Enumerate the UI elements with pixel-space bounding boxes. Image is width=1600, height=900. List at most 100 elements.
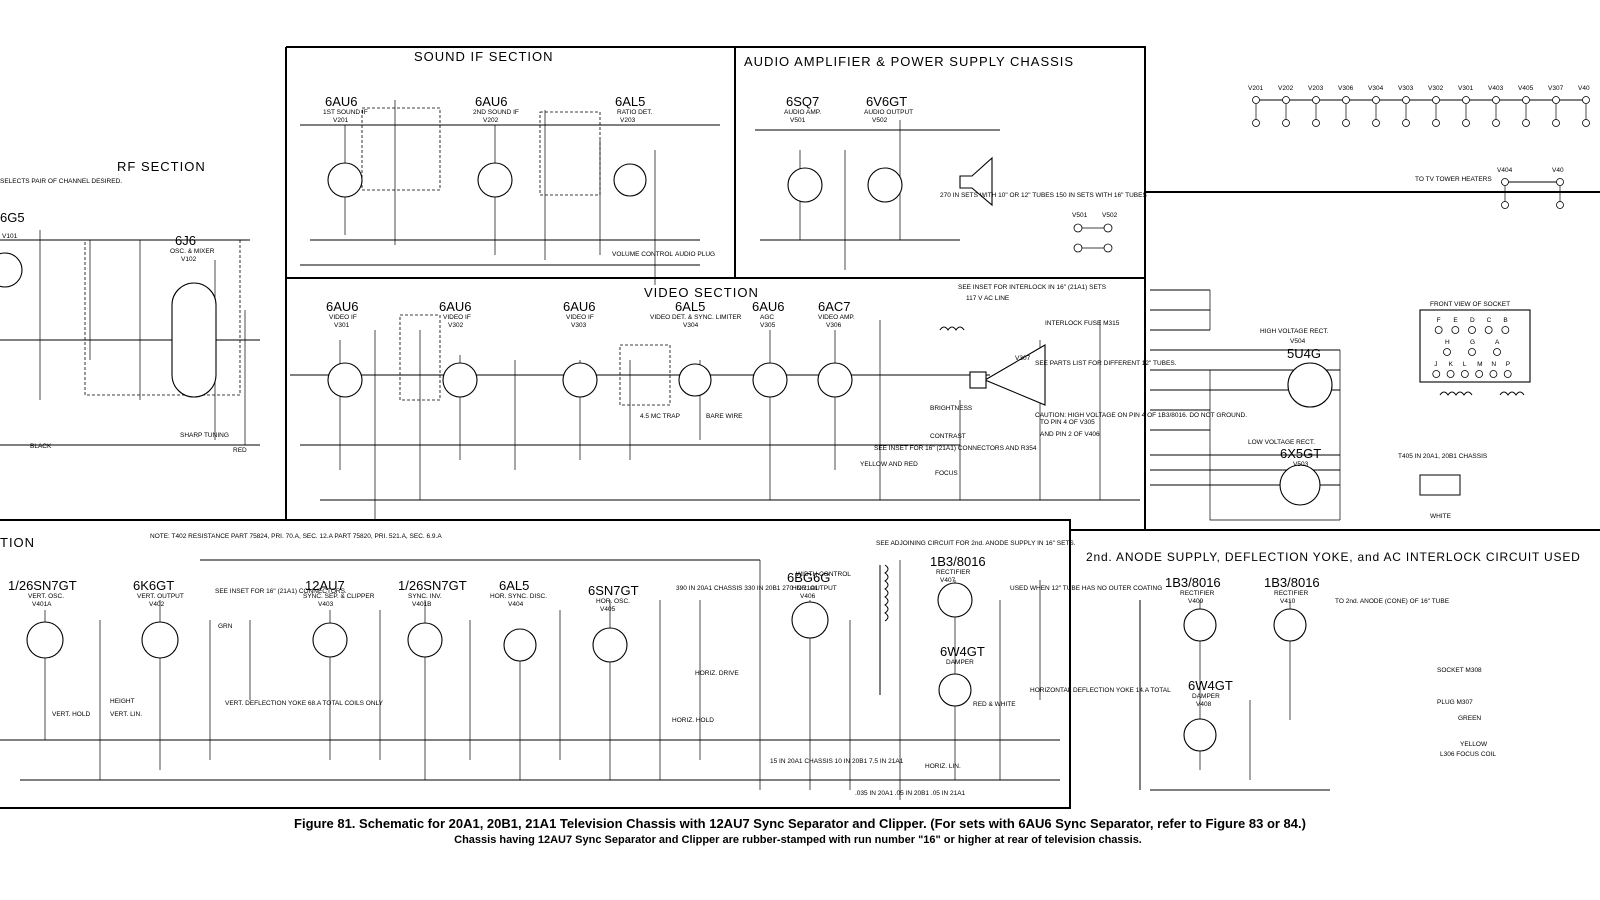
socket-pin	[1282, 119, 1290, 127]
tube-type-label: 6V6GT	[866, 94, 907, 109]
socket-pin	[1372, 119, 1380, 127]
socket-label: V306	[1338, 85, 1354, 92]
note: HORIZ. HOLD	[672, 717, 714, 724]
note: 4.5 MC TRAP	[640, 413, 680, 420]
tube-type-label: 6AL5	[675, 299, 705, 314]
tube-labels: 6AU6 1ST SOUND IF V201 6AU6 2ND SOUND IF…	[0, 94, 1329, 708]
tube-fn-label: RECTIFIER	[1274, 590, 1309, 597]
socket-pin-letter: E	[1453, 317, 1458, 324]
tube-ref-label: V502	[872, 117, 888, 124]
tube-type-label: 6AL5	[615, 94, 645, 109]
socket-pin	[1434, 326, 1443, 334]
note: RED & WHITE	[973, 701, 1016, 708]
sound-if-section-title: SOUND IF SECTION	[414, 49, 554, 64]
tube-ref-label: V407	[940, 577, 956, 584]
tube-fn-label: RECTIFIER	[1180, 590, 1215, 597]
socket-pin	[1103, 223, 1113, 233]
socket-label: V307	[1548, 85, 1564, 92]
socket-pin	[1073, 243, 1083, 253]
socket-pin	[1475, 370, 1484, 378]
note: SEE PARTS LIST FOR DIFFERENT 12" TUBES.	[1035, 360, 1177, 367]
socket-pin	[1443, 348, 1451, 356]
tube-fn-label: SYNC. SEP. & CLIPPER	[303, 593, 375, 600]
note: SEE INSET FOR 16" (21A1) CONNECTORS AND …	[874, 445, 1037, 452]
socket-pin	[1432, 119, 1440, 127]
note: BARE WIRE	[706, 413, 743, 420]
note: 390 IN 20A1 CHASSIS 330 IN 20B1 270 IN 2…	[676, 585, 819, 592]
tube-ref-label: V306	[826, 322, 842, 329]
note: T405 IN 20A1, 20B1 CHASSIS	[1398, 453, 1488, 460]
note: NOTE: T402 RESISTANCE PART 75824, PRI. 7…	[150, 533, 442, 540]
note: USED WHEN 12" TUBE HAS NO OUTER COATING	[1010, 585, 1162, 592]
socket-pin	[1462, 96, 1470, 104]
tube-type-label: 6AL5	[499, 578, 529, 593]
note: SHARP TUNING	[180, 432, 229, 439]
tube-type-label: 6AU6	[563, 299, 596, 314]
sweep-section-title: TION	[0, 535, 35, 550]
tube-type-label: 1B3/8016	[1165, 575, 1221, 590]
note: SEE ADJOINING CIRCUIT FOR 2nd. ANODE SUP…	[876, 540, 1076, 547]
tube-ref-label: V401B	[412, 601, 432, 608]
note: WIDTH CONTROL	[796, 571, 851, 578]
socket-label: V501	[1072, 212, 1088, 219]
socket-pin	[1522, 119, 1530, 127]
socket-pin	[1342, 119, 1350, 127]
note: HEIGHT	[110, 698, 135, 705]
socket-pin-letter: L	[1463, 361, 1467, 368]
socket-pin	[1252, 96, 1260, 104]
note: BRIGHTNESS	[930, 405, 973, 412]
socket-pin	[1501, 178, 1509, 186]
tube-ref-label: V307	[1015, 355, 1031, 362]
socket-label: V405	[1518, 85, 1534, 92]
note: L306 FOCUS COIL	[1440, 751, 1496, 758]
note: YELLOW	[1460, 741, 1488, 748]
tube-fn-label: HOR. SYNC. DISC.	[490, 593, 547, 600]
note: WHITE	[1430, 513, 1452, 520]
tube-type-label: 6AU6	[325, 94, 358, 109]
note: SEE INSET FOR INTERLOCK IN 16" (21A1) SE…	[958, 284, 1107, 291]
socket-pin	[1312, 96, 1320, 104]
tube-fn-label: SYNC. INV.	[408, 593, 442, 600]
annotations: SELECTS PAIR OF CHANNEL DESIRED. NOTE: T…	[0, 176, 1510, 797]
socket-pin	[1468, 348, 1476, 356]
socket-pin	[1460, 370, 1469, 378]
tube-envelopes	[0, 156, 1333, 752]
tube-fn-label: HIGH VOLTAGE RECT.	[1260, 328, 1329, 335]
tube-type-label: 6AU6	[439, 299, 472, 314]
note: SEE INSET FOR 16" (21A1) CONNECTORS.	[215, 588, 347, 595]
tube-ref-label: V201	[333, 117, 349, 124]
rf-section-title: RF SECTION	[117, 159, 206, 174]
tube-ref-label: V304	[683, 322, 699, 329]
tube-type-label: 6SQ7	[786, 94, 819, 109]
tube-type-label: 6AU6	[475, 94, 508, 109]
note: CONTRAST	[930, 433, 966, 440]
tube-fn-label: VERT. OUTPUT	[137, 593, 184, 600]
note: FOCUS	[935, 470, 958, 477]
tube-fn-label: 2ND SOUND IF	[473, 109, 519, 116]
tube-type-label: 1B3/8016	[930, 554, 986, 569]
note: HORIZ. DRIVE	[695, 670, 739, 677]
socket-pin	[1484, 326, 1493, 334]
note: FRONT VIEW OF SOCKET	[1430, 301, 1510, 308]
socket-pin	[1582, 119, 1590, 127]
tube-ref-label: V301	[334, 322, 350, 329]
note: 270 IN SETS WITH 10" OR 12" TUBES 150 IN…	[940, 192, 1147, 199]
tube-ref-label: V405	[600, 606, 616, 613]
tube-ref-label: V404	[508, 601, 524, 608]
tube-ref-label: V203	[620, 117, 636, 124]
note: GREEN	[1458, 715, 1481, 722]
socket-label: V302	[1428, 85, 1444, 92]
socket-label: V403	[1488, 85, 1504, 92]
socket-pin	[1402, 119, 1410, 127]
tube-ref-label: V401A	[32, 601, 52, 608]
tube-type-label: 6AC7	[818, 299, 851, 314]
socket-pin	[1468, 326, 1476, 334]
tube-type-label: 6G5	[0, 210, 25, 225]
audio-power-section-title: AUDIO AMPLIFIER & POWER SUPPLY CHASSIS	[744, 54, 1074, 69]
tube-type-label: 6SN7GT	[588, 583, 639, 598]
note: AND PIN 2 OF V406	[1040, 431, 1100, 438]
tube-ref-label: V305	[760, 322, 776, 329]
